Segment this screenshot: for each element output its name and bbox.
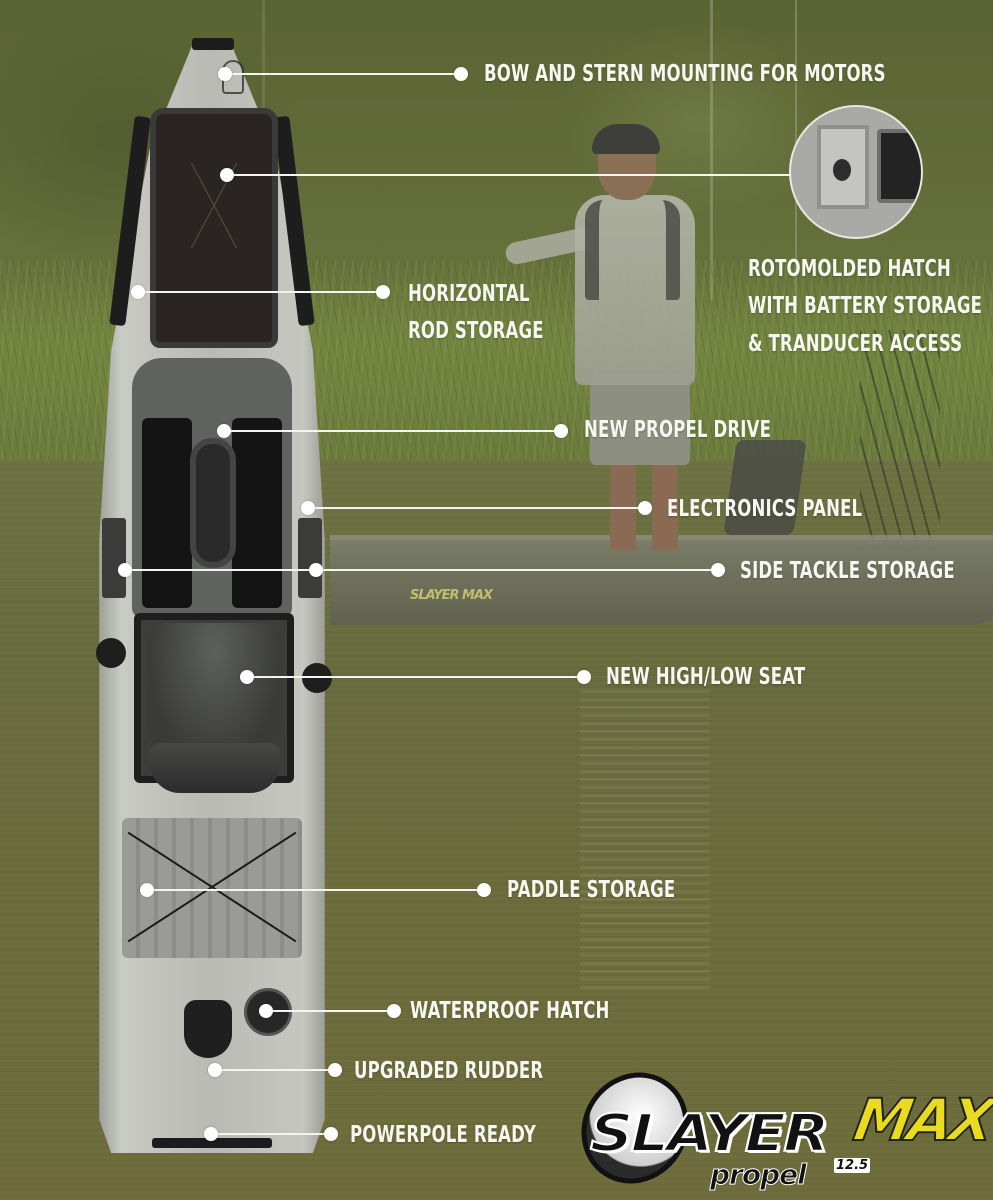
label-bow-stern-mounting: BOW AND STERN MOUNTING FOR MOTORS bbox=[484, 61, 886, 87]
callout-dot bbox=[477, 883, 491, 897]
callout-dot bbox=[328, 1063, 342, 1077]
callout-dot bbox=[140, 883, 154, 897]
callout-line bbox=[225, 73, 461, 75]
callout-dot bbox=[208, 1063, 222, 1077]
callout-dot bbox=[454, 67, 468, 81]
seat-back bbox=[147, 623, 282, 763]
callout-dot bbox=[118, 563, 132, 577]
label-side-tackle-storage: SIDE TACKLE STORAGE bbox=[740, 558, 955, 584]
label-horizontal-rod-storage-line1: HORIZONTAL bbox=[408, 281, 530, 307]
side-knob bbox=[302, 663, 332, 693]
callout-dot bbox=[638, 501, 652, 515]
angler-shorts bbox=[590, 375, 690, 465]
rudder-plate bbox=[184, 1000, 232, 1058]
callout-line bbox=[138, 291, 383, 293]
callout-dot bbox=[711, 563, 725, 577]
callout-line bbox=[227, 174, 791, 176]
background-kayak bbox=[330, 540, 993, 625]
callout-dot bbox=[217, 424, 231, 438]
water-reflection bbox=[580, 690, 710, 990]
callout-dot bbox=[387, 1004, 401, 1018]
callout-dot bbox=[301, 501, 315, 515]
label-rotomolded-hatch-line2: WITH BATTERY STORAGE bbox=[748, 293, 983, 319]
callout-line bbox=[247, 676, 584, 678]
logo-accent: MAX bbox=[848, 1085, 993, 1155]
callout-dot bbox=[259, 1004, 273, 1018]
side-panel-left bbox=[102, 518, 126, 598]
front-hatch bbox=[150, 108, 278, 348]
slayer-max-logo: SLAYER MAX propel 12.5 bbox=[566, 1059, 993, 1197]
callout-line bbox=[224, 430, 561, 432]
callout-dot bbox=[218, 67, 232, 81]
rod-holders bbox=[860, 330, 940, 550]
transducer-knob bbox=[833, 159, 851, 181]
logo-subtitle: propel bbox=[710, 1158, 808, 1192]
stern-handle bbox=[152, 1138, 272, 1148]
callout-line bbox=[147, 889, 484, 891]
callout-line bbox=[266, 1010, 394, 1012]
callout-line bbox=[215, 1069, 335, 1071]
tackle-well-right bbox=[232, 418, 282, 608]
tree-trunk bbox=[710, 0, 713, 300]
bow-handle bbox=[192, 38, 234, 50]
callout-dot bbox=[131, 285, 145, 299]
callout-dot bbox=[220, 168, 234, 182]
callout-line bbox=[211, 1133, 331, 1135]
angler-cap bbox=[592, 124, 660, 154]
callout-dot bbox=[554, 424, 568, 438]
callout-dot bbox=[577, 670, 591, 684]
round-hatch bbox=[244, 988, 292, 1036]
logo-wordmark: SLAYER bbox=[589, 1103, 831, 1165]
hatch-inset-photo bbox=[789, 105, 923, 239]
background-kayak-logo: SLAYER MAX bbox=[410, 588, 493, 603]
drive-slot bbox=[190, 438, 236, 568]
label-waterproof-hatch: WATERPROOF HATCH bbox=[410, 998, 610, 1024]
label-rotomolded-hatch-line1: ROTOMOLDED HATCH bbox=[748, 256, 951, 282]
label-powerpole-ready: POWERPOLE READY bbox=[350, 1122, 536, 1148]
label-paddle-storage: PADDLE STORAGE bbox=[507, 877, 676, 903]
angler-leg bbox=[652, 460, 678, 550]
kayak-top-view bbox=[92, 38, 332, 1153]
label-new-propel-drive: NEW PROPEL DRIVE bbox=[584, 417, 772, 443]
callout-line bbox=[308, 507, 645, 509]
angler-life-vest bbox=[585, 200, 680, 300]
side-panel-right bbox=[298, 518, 322, 598]
callout-dot bbox=[376, 285, 390, 299]
tackle-well-left bbox=[142, 418, 192, 608]
callout-dot bbox=[240, 670, 254, 684]
label-upgraded-rudder: UPGRADED RUDDER bbox=[354, 1058, 544, 1084]
logo-version: 12.5 bbox=[834, 1158, 871, 1173]
callout-dot bbox=[324, 1127, 338, 1141]
side-knob bbox=[96, 638, 126, 668]
angler-leg bbox=[610, 460, 636, 550]
callout-line bbox=[125, 569, 718, 571]
label-horizontal-rod-storage-line2: ROD STORAGE bbox=[408, 318, 544, 344]
seat-cushion bbox=[150, 743, 280, 793]
fishing-rod bbox=[795, 0, 797, 420]
callout-dot bbox=[204, 1127, 218, 1141]
label-electronics-panel: ELECTRONICS PANEL bbox=[667, 496, 863, 522]
hatch-lid bbox=[877, 129, 921, 203]
label-new-high-low-seat: NEW HIGH/LOW SEAT bbox=[606, 664, 806, 690]
callout-dot bbox=[309, 563, 323, 577]
label-rotomolded-hatch-line3: & TRANDUCER ACCESS bbox=[748, 331, 963, 357]
